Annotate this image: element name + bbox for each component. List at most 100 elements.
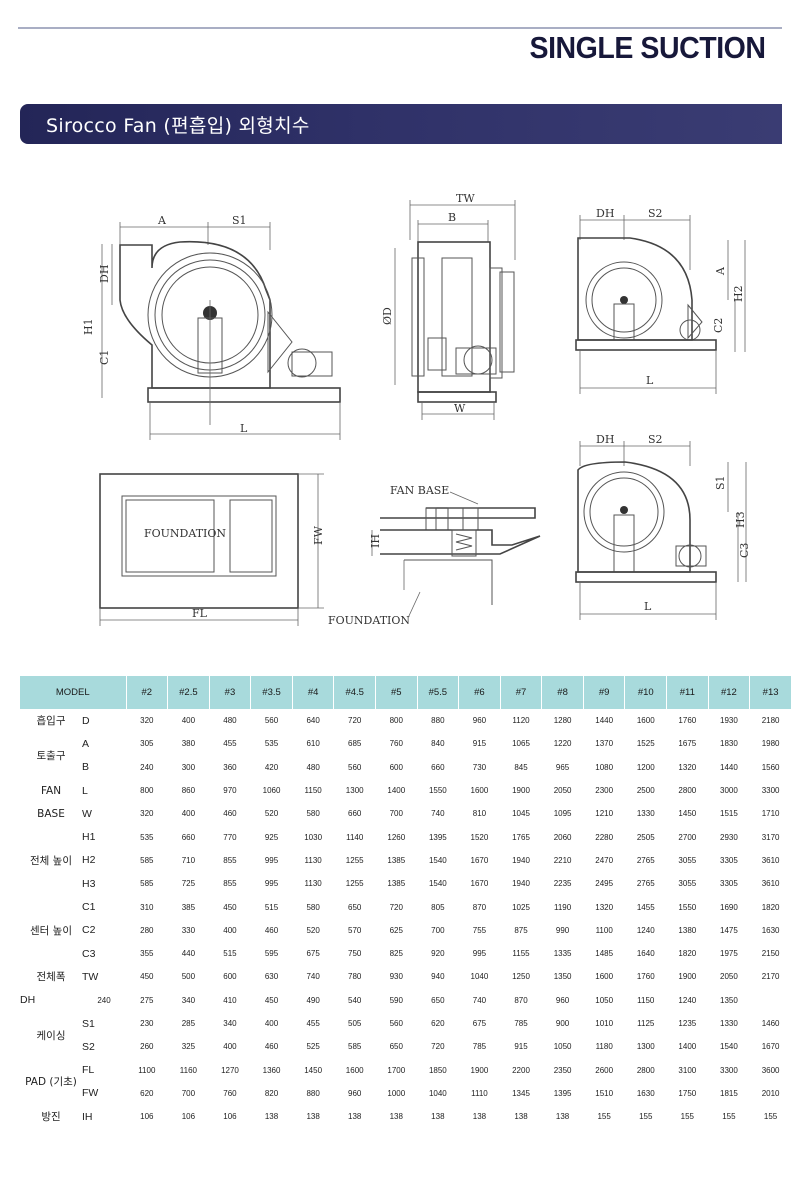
table-cell: 580 — [306, 902, 320, 912]
table-cell: 106 — [181, 1112, 196, 1122]
table-cell: 780 — [348, 972, 362, 982]
table-cell: 855 — [223, 855, 237, 865]
table-cell: 960 — [472, 716, 487, 726]
table-cell: 560 — [348, 762, 362, 772]
dim-label-S2: S2 — [648, 207, 663, 220]
brand-title: SINGLE SUCTION — [530, 30, 766, 65]
table-cell: 970 — [223, 786, 237, 796]
table-cell: 1600 — [345, 1065, 364, 1075]
table-cell: 2470 — [595, 855, 614, 865]
table-cell: 138 — [472, 1112, 487, 1122]
table-cell: 940 — [431, 972, 445, 982]
table-cell: 155 — [680, 1112, 694, 1122]
table-cell: 155 — [597, 1112, 611, 1122]
table-cell: 1130 — [304, 855, 322, 865]
table-cell: 965 — [555, 762, 570, 772]
table-cell: 880 — [431, 716, 445, 726]
table-cell: 3305 — [720, 879, 738, 889]
model-column-header: #11 — [666, 676, 709, 709]
table-cell: 138 — [348, 1112, 362, 1122]
table-cell: 1280 — [553, 716, 572, 726]
table-cell: 750 — [348, 949, 362, 959]
table-cell: 760 — [223, 1088, 237, 1098]
model-column-header: #12 — [708, 676, 751, 709]
table-cell: 915 — [472, 739, 487, 749]
dim-label-L-3: L — [644, 600, 652, 613]
dim-label-TW: TW — [456, 192, 475, 205]
table-cell: 1550 — [678, 902, 697, 912]
table-cell: 620 — [140, 1088, 154, 1098]
table-cell: 880 — [306, 1088, 320, 1098]
table-cell: 995 — [264, 855, 279, 865]
model-column-header: #2 — [126, 676, 169, 709]
table-cell: 3300 — [720, 1065, 738, 1075]
table-cell: 600 — [223, 972, 237, 982]
model-column-header: #13 — [749, 676, 792, 709]
table-cell: 1150 — [304, 786, 322, 796]
table-cell: 3305 — [720, 855, 738, 865]
table-cell: 106 — [140, 1112, 154, 1122]
table-cell: 525 — [306, 1042, 320, 1052]
table-cell: 1830 — [720, 739, 738, 749]
table-cell: 1260 — [387, 832, 406, 842]
table-cell: 660 — [431, 762, 445, 772]
table-cell: 2280 — [595, 832, 614, 842]
dimension-drawings: A S1 H1 DH C1 L TW B ØD — [82, 192, 751, 627]
row-group-label: 전체 높이 — [30, 854, 72, 867]
model-column-header: #5 — [375, 676, 418, 709]
table-cell: 420 — [264, 762, 279, 772]
table-cell: 1060 — [262, 786, 281, 796]
table-cell: 1330 — [720, 1019, 738, 1028]
table-cell: 700 — [181, 1088, 196, 1098]
table-cell: 1450 — [304, 1065, 323, 1075]
table-cell: 700 — [389, 809, 403, 819]
table-cell: 1760 — [636, 972, 655, 982]
table-cell: 1940 — [512, 855, 530, 865]
table-cell: 585 — [140, 855, 154, 865]
table-cell: 920 — [431, 949, 445, 959]
table-cell: 1160 — [179, 1065, 197, 1075]
table-cell: 1525 — [636, 739, 655, 749]
table-cell: 1670 — [470, 855, 489, 865]
table-cell: 650 — [348, 902, 362, 912]
table-cell: 660 — [348, 809, 362, 819]
table-cell: 155 — [722, 1112, 736, 1122]
table-cell: 560 — [389, 1019, 403, 1028]
top-right-view-drawing: DH S2 A H2 C2 L — [575, 207, 746, 394]
table-cell: 1440 — [720, 762, 738, 772]
table-cell: 685 — [348, 739, 362, 749]
table-cell: 1320 — [595, 902, 614, 912]
table-cell: 560 — [264, 716, 279, 726]
table-cell: 740 — [472, 995, 487, 1005]
table-cell: 900 — [555, 1019, 570, 1028]
table-cell: 1400 — [387, 786, 406, 796]
table-cell: 490 — [306, 995, 320, 1005]
table-cell: 995 — [264, 879, 279, 889]
table-cell: 1065 — [512, 739, 530, 749]
bottom-right-view-drawing: DH S2 S1 H3 C3 L — [575, 433, 751, 620]
table-cell: 2765 — [636, 855, 655, 865]
title-banner: Sirocco Fan (편흡입) 외형치수 — [20, 104, 782, 144]
dim-label-S1: S1 — [232, 214, 247, 227]
dim-label-H2: H2 — [732, 285, 745, 302]
row-code: H2 — [82, 854, 96, 867]
fan-base-label: FAN BASE — [390, 484, 449, 497]
table-cell: 355 — [140, 949, 154, 959]
table-cell: 3055 — [678, 879, 697, 889]
table-cell: 1110 — [471, 1088, 488, 1098]
dim-label-IH: IH — [369, 534, 382, 548]
table-cell: 740 — [306, 972, 320, 982]
table-cell: 1010 — [595, 1019, 614, 1028]
table-cell: 330 — [181, 925, 196, 935]
row-group-label: 토출구 — [36, 750, 66, 763]
table-cell: 610 — [306, 739, 320, 749]
table-cell: 1220 — [553, 739, 572, 749]
table-cell: 3055 — [678, 855, 697, 865]
dim-label-S2-2: S2 — [648, 433, 663, 446]
table-cell: 1345 — [512, 1088, 530, 1098]
table-cell: 1080 — [595, 762, 614, 772]
